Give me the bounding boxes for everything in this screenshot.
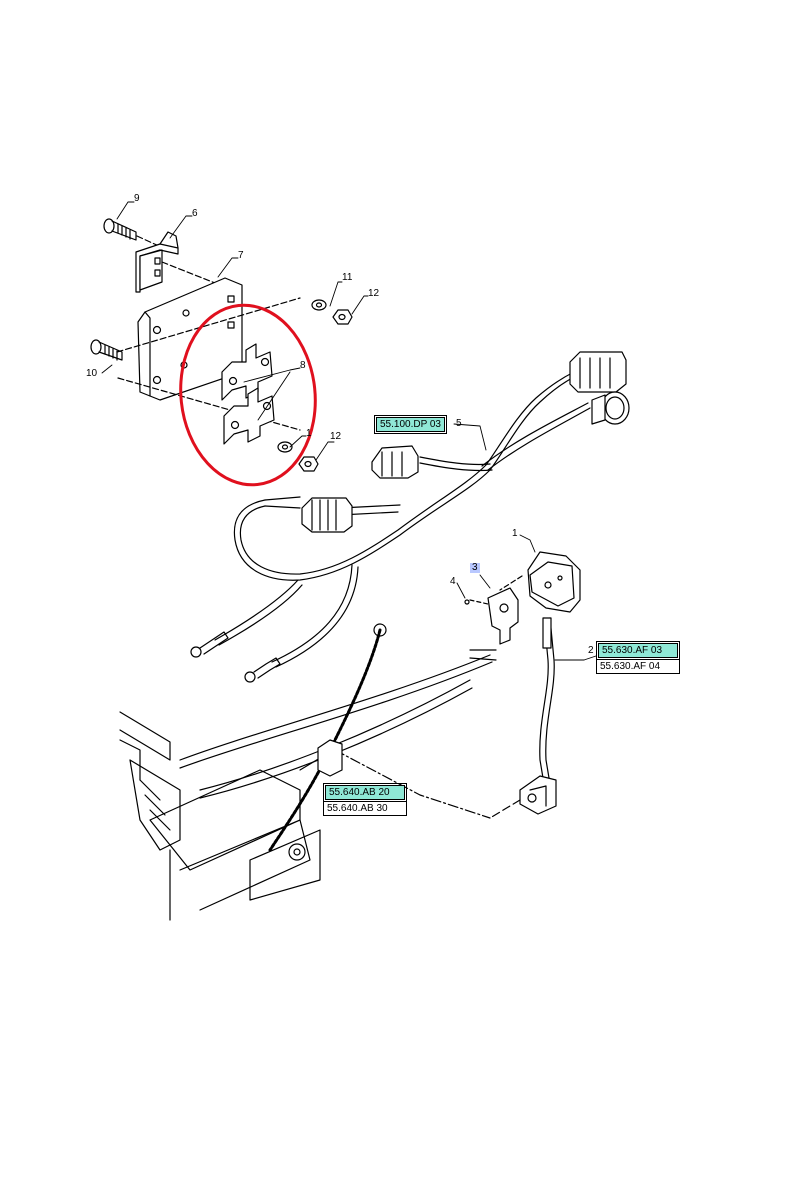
callout-8[interactable]: 8 [300,360,306,371]
bracket-6 [136,232,220,292]
routing-lines [335,750,490,818]
display-module-1 [500,552,580,612]
callout-5[interactable]: 5 [456,418,462,429]
callout-2[interactable]: 2 [588,645,594,656]
cable-2 [540,618,554,790]
callout-12-lower[interactable]: 12 [330,431,342,442]
washer-11 [312,300,326,310]
chain [270,624,386,850]
washer-lower [278,442,292,452]
callout-10[interactable]: 10 [86,368,98,379]
connector-left [372,446,418,478]
frame-reference-link-b[interactable]: 55.640.AB 30 [323,801,407,816]
callout-1[interactable]: 1 [512,528,518,539]
frame-structure [120,712,320,920]
frame-wires [180,650,496,798]
bracket-reference-link-a[interactable]: 55.630.AF 03 [596,641,680,660]
nut-12-upper [333,310,352,324]
callout-4[interactable]: 4 [450,576,456,587]
callout-9[interactable]: 9 [134,193,140,204]
frame-reference-link-a[interactable]: 55.640.AB 20 [323,783,407,802]
ring-terminal-2 [245,658,280,682]
gasket-3 [470,588,518,644]
callout-7[interactable]: 7 [238,250,244,261]
callout-11[interactable]: 11 [342,272,353,283]
ring-terminal-1 [191,632,228,657]
callout-6[interactable]: 6 [192,208,198,219]
round-connector [592,392,629,424]
bracket-reference-link-b[interactable]: 55.630.AF 04 [596,659,680,674]
leader-lines [102,202,596,660]
connector-top [570,352,626,392]
screw-4 [465,600,469,604]
highlight-ellipse [172,298,324,491]
nut-12-lower [299,457,318,471]
bracket-2-mount [490,776,556,818]
frame-connector [318,740,342,776]
harness-reference-link[interactable]: 55.100.DP 03 [374,415,447,434]
callout-1-small[interactable]: 1 [306,428,312,439]
connector-main [302,498,352,532]
clip-8-lower [224,388,274,444]
plate-7 [117,278,300,430]
clip-8-upper [222,344,272,400]
callout-12-upper[interactable]: 12 [368,288,380,299]
callout-3[interactable]: 3 [470,562,480,573]
bolt-10 [91,340,122,360]
